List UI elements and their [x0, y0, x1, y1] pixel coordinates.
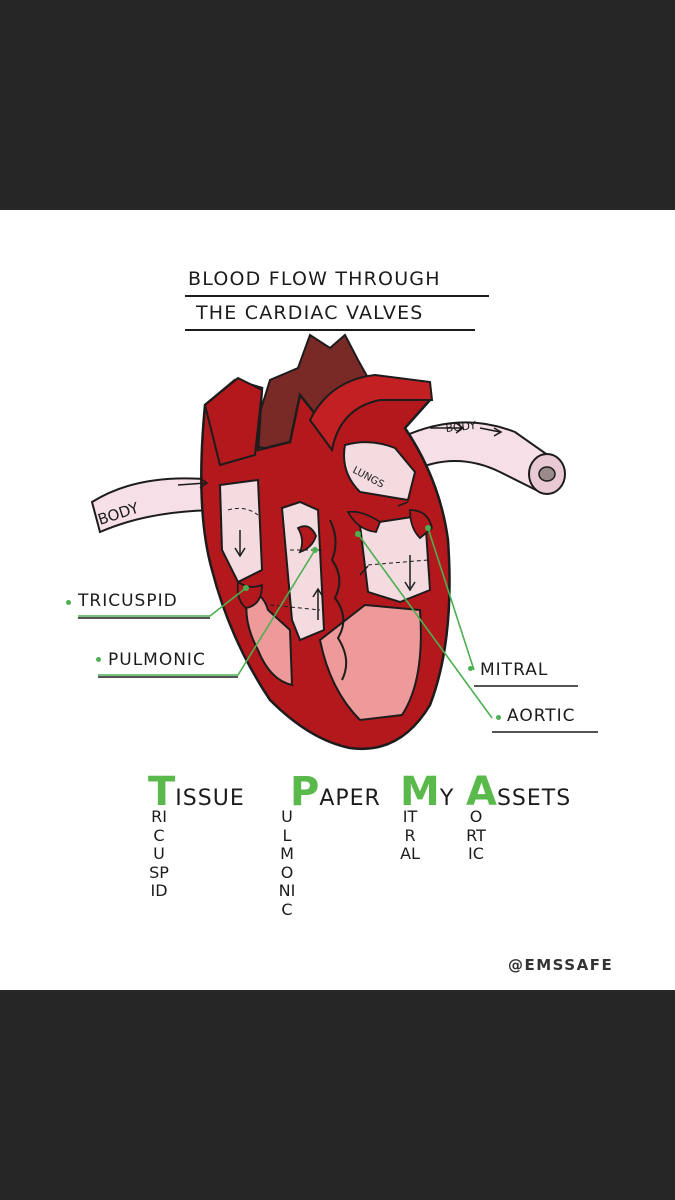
- mnemonic-initial: P: [290, 769, 320, 815]
- mnemonic-rest: ISSUE: [175, 786, 245, 811]
- mnemonic-initial: A: [466, 769, 497, 815]
- aortic-label: AORTIC: [507, 706, 576, 726]
- bottom-dark-bar: [0, 990, 675, 1200]
- heart-diagram: BODY BODY LUNGS: [78, 333, 598, 751]
- vertical-word-pulmonic: ULMONIC: [278, 807, 296, 919]
- title-underline-2: [185, 329, 475, 331]
- top-dark-bar: [0, 0, 675, 210]
- flow-arrows: [177, 422, 503, 620]
- mnemonic-initial: T: [148, 769, 176, 815]
- mnemonic-rest: SSETS: [496, 786, 572, 811]
- mnemonic-word-1: TISSUE: [148, 772, 245, 812]
- left-atrium: [343, 441, 417, 502]
- septum-wave: [329, 519, 348, 681]
- aorta-tube-right: [398, 421, 566, 495]
- title-underline-1: [185, 295, 489, 297]
- mitral-label: MITRAL: [480, 660, 549, 680]
- mnemonic-rest: APER: [319, 786, 381, 811]
- pulmonic-bullet: [96, 657, 101, 662]
- body-label-right: BODY: [445, 419, 477, 435]
- title-line-2: THE CARDIAC VALVES: [196, 302, 424, 324]
- mitral-bullet: [468, 666, 473, 671]
- aortic-bullet: [496, 715, 501, 720]
- vertical-word-aortic: ORTIC: [466, 807, 486, 863]
- mnemonic-word-2: PAPER: [290, 772, 381, 812]
- lower-ventricle-wall: [318, 603, 422, 722]
- right-atrium: [218, 478, 264, 584]
- leader-underlines: [78, 617, 598, 733]
- leader-dots: [243, 525, 431, 591]
- tricuspid-bullet: [66, 600, 71, 605]
- mnemonic-word-3: MY: [400, 772, 454, 812]
- mnemonic-word-4: ASSETS: [466, 772, 571, 812]
- title-line-1: BLOOD FLOW THROUGH: [188, 268, 441, 290]
- diagram-card: BLOOD FLOW THROUGH THE CARDIAC VALVES: [0, 210, 675, 990]
- credit-handle: @EMSSAFE: [508, 956, 614, 974]
- vertical-word-mitral: ITRAL: [400, 807, 420, 863]
- aortic-arch: [308, 373, 434, 453]
- mnemonic-rest: Y: [439, 786, 455, 811]
- tricuspid-label: TRICUSPID: [78, 591, 178, 611]
- mnemonic-initial: M: [400, 769, 440, 815]
- superior-vena-cava: [203, 376, 264, 467]
- dashed-paths: [227, 507, 429, 611]
- pulmonic-label: PULMONIC: [108, 650, 206, 670]
- vertical-word-tricuspid: RICUSPID: [149, 807, 169, 900]
- leader-lines: [78, 527, 493, 719]
